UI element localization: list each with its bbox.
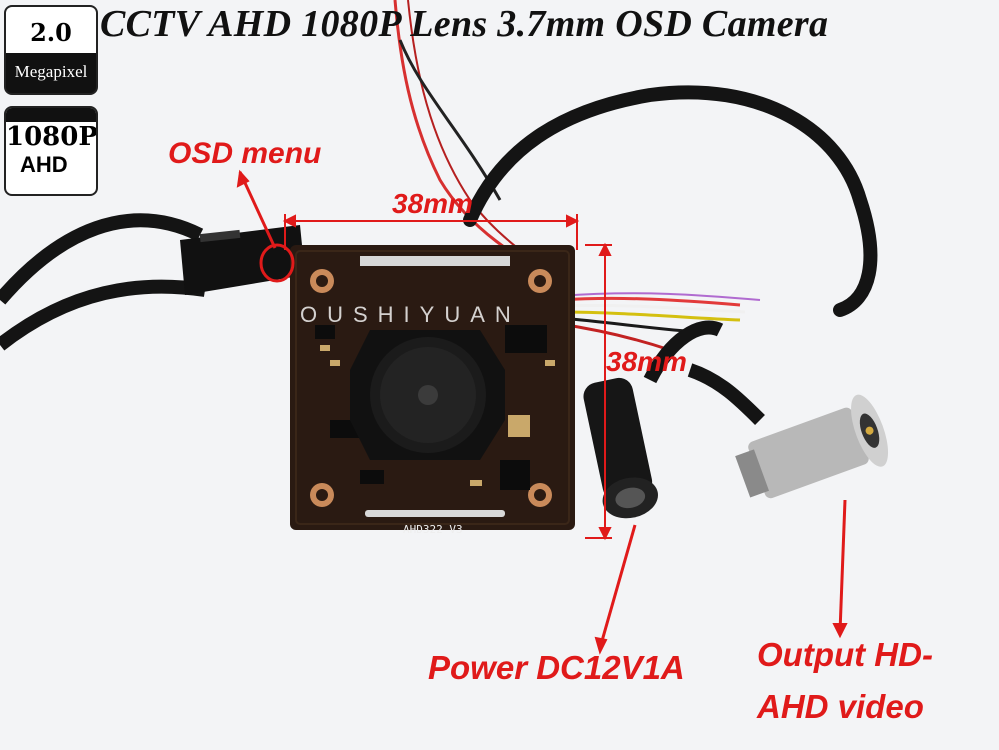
megapixel-badge: 2.0 Megapixel (4, 5, 98, 95)
width-dimension-label: 38mm (392, 188, 473, 219)
power-label: Power DC12V1A (428, 649, 685, 686)
watermark: OUSHIYUAN (300, 302, 521, 327)
output-label-line1: Output HD- (757, 636, 933, 673)
resolution-badge: 1080P AHD (4, 106, 98, 196)
resolution-label: AHD (20, 152, 68, 177)
board-silkscreen: AHD322 V3 (403, 523, 463, 536)
output-label-line2: AHD video (757, 688, 924, 725)
megapixel-label: Megapixel (14, 62, 88, 81)
height-dimension-label: 38mm (606, 346, 687, 377)
product-title: CCTV AHD 1080P Lens 3.7mm OSD Camera (100, 3, 829, 45)
megapixel-value: 2.0 (6, 7, 96, 53)
osd-menu-label: OSD menu (168, 137, 322, 170)
resolution-value: 1080P (6, 122, 98, 152)
